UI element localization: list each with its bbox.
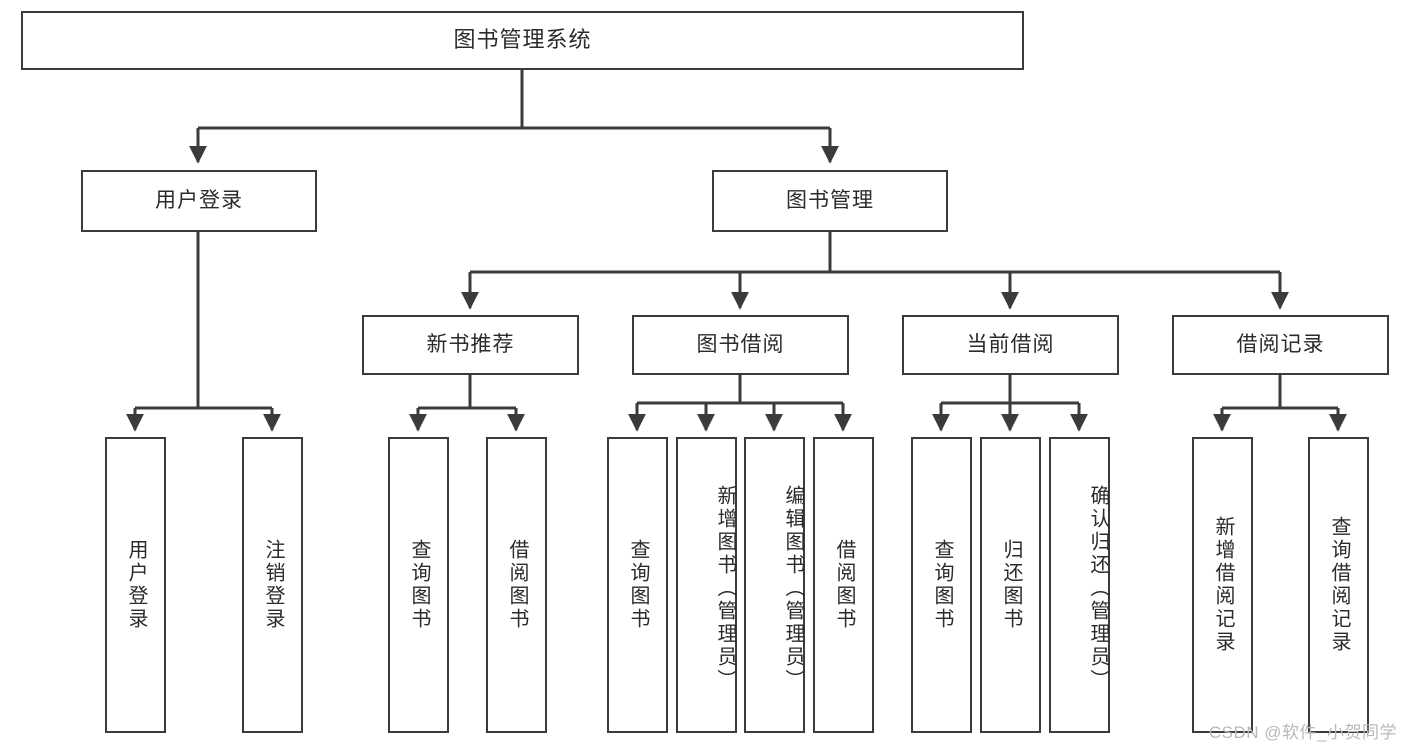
node-label: 借阅图书: [506, 539, 528, 631]
csdn-watermark: CSDN @软件_小贺同学: [1208, 723, 1397, 742]
node-label: 图书管理系统: [453, 27, 592, 53]
node-label: 当前借阅: [966, 333, 1055, 357]
leaf-return-book[interactable]: 归还图书: [980, 437, 1041, 733]
node-label: 确认归还（管理员）: [1087, 484, 1109, 692]
node-label: 编辑图书（管理员）: [782, 484, 804, 692]
node-label: 图书借阅: [696, 333, 785, 357]
node-label: 用户登录: [125, 539, 147, 631]
node-book-management[interactable]: 图书管理: [712, 170, 948, 232]
leaf-edit-book[interactable]: 编辑图书（管理员）: [744, 437, 805, 733]
leaf-query-book-3[interactable]: 查询图书: [911, 437, 972, 733]
node-label: 新书推荐: [426, 333, 515, 357]
node-label: 注销登录: [262, 539, 284, 631]
node-label: 查询图书: [627, 539, 649, 631]
node-new-book-recommend[interactable]: 新书推荐: [362, 315, 579, 375]
leaf-query-book-2[interactable]: 查询图书: [607, 437, 668, 733]
node-label: 查询借阅记录: [1328, 516, 1350, 654]
node-current-borrow[interactable]: 当前借阅: [902, 315, 1119, 375]
node-label: 新增借阅记录: [1212, 516, 1234, 654]
leaf-confirm-return[interactable]: 确认归还（管理员）: [1049, 437, 1110, 733]
leaf-query-book-1[interactable]: 查询图书: [388, 437, 449, 733]
leaf-logout-login[interactable]: 注销登录: [242, 437, 303, 733]
leaf-query-record[interactable]: 查询借阅记录: [1308, 437, 1369, 733]
leaf-borrow-book-2[interactable]: 借阅图书: [813, 437, 874, 733]
node-book-borrow[interactable]: 图书借阅: [632, 315, 849, 375]
node-label: 图书管理: [786, 189, 874, 213]
node-label: 查询图书: [931, 539, 953, 631]
leaf-add-record[interactable]: 新增借阅记录: [1192, 437, 1253, 733]
node-borrow-record[interactable]: 借阅记录: [1172, 315, 1389, 375]
node-label: 借阅图书: [833, 539, 855, 631]
leaf-add-book[interactable]: 新增图书（管理员）: [676, 437, 737, 733]
node-label: 归还图书: [1000, 539, 1022, 631]
leaf-borrow-book-1[interactable]: 借阅图书: [486, 437, 547, 733]
node-book-management-system[interactable]: 图书管理系统: [21, 11, 1024, 70]
node-label: 查询图书: [408, 539, 430, 631]
leaf-user-login[interactable]: 用户登录: [105, 437, 166, 733]
node-label: 新增图书（管理员）: [714, 484, 736, 692]
node-user-login[interactable]: 用户登录: [81, 170, 317, 232]
node-label: 用户登录: [155, 189, 243, 213]
node-label: 借阅记录: [1236, 333, 1325, 357]
